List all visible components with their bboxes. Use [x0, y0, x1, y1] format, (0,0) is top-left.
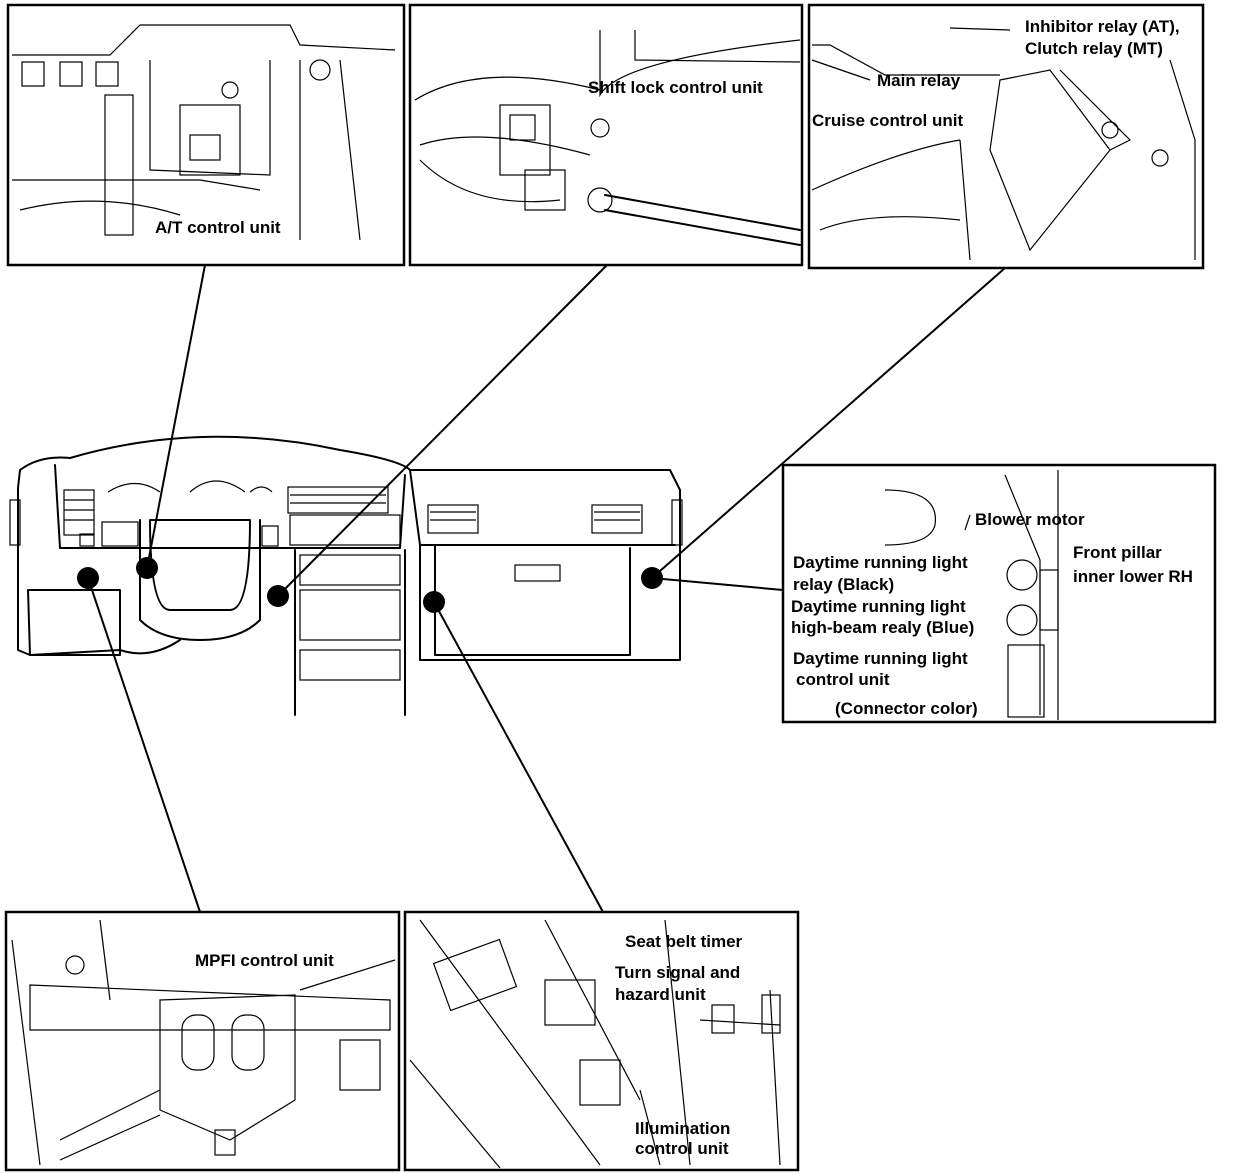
inset-seat-belt-timer: Seat belt timer Turn signal and hazard u…: [403, 910, 800, 1172]
cruise-control-unit-label: Cruise control unit: [812, 111, 963, 130]
inset-daytime-running-light: Blower motor Front pillar inner lower RH…: [781, 463, 1217, 724]
drl-control-label-line1: Daytime running light: [793, 649, 968, 668]
drl-highbeam-label-line1: Daytime running light: [791, 597, 966, 616]
at-control-unit-label: A/T control unit: [155, 218, 281, 237]
drl-control-label-line2: control unit: [796, 670, 890, 689]
inset-shift-lock: Shift lock control unit: [408, 3, 804, 267]
leader-lines: [87, 264, 1006, 913]
marker-at-control: [136, 557, 158, 579]
blower-motor-label: Blower motor: [975, 510, 1085, 529]
dashboard-illustration: [9, 435, 683, 716]
seat-belt-timer-label: Seat belt timer: [625, 932, 743, 951]
inset-mpfi-control-unit: MPFI control unit: [4, 910, 401, 1172]
marker-mpfi: [77, 567, 99, 589]
main-relay-label: Main relay: [877, 71, 961, 90]
drl-relay-label-line1: Daytime running light: [793, 553, 968, 572]
inset-at-control-unit: A/T control unit: [6, 3, 406, 267]
illumination-label-line1: Illumination: [635, 1119, 730, 1138]
marker-seat-belt: [423, 591, 445, 613]
illumination-label-line2: control unit: [635, 1139, 729, 1158]
marker-shift-lock: [267, 585, 289, 607]
location-markers: [77, 557, 663, 613]
inset-relays: Inhibitor relay (AT), Clutch relay (MT) …: [807, 3, 1205, 270]
front-pillar-label-line2: inner lower RH: [1073, 567, 1193, 586]
mpfi-control-unit-label: MPFI control unit: [195, 951, 334, 970]
shift-lock-control-unit-label: Shift lock control unit: [588, 78, 763, 97]
turn-signal-label-line1: Turn signal and: [615, 963, 740, 982]
marker-relays: [641, 567, 663, 589]
front-pillar-label-line1: Front pillar: [1073, 543, 1162, 562]
connector-color-label: (Connector color): [835, 699, 978, 718]
turn-signal-label-line2: hazard unit: [615, 985, 706, 1004]
inhibitor-relay-label-line2: Clutch relay (MT): [1025, 39, 1163, 58]
inhibitor-relay-label-line1: Inhibitor relay (AT),: [1025, 17, 1180, 36]
drl-relay-label-line2: relay (Black): [793, 575, 894, 594]
drl-highbeam-label-line2: high-beam realy (Blue): [791, 618, 974, 637]
